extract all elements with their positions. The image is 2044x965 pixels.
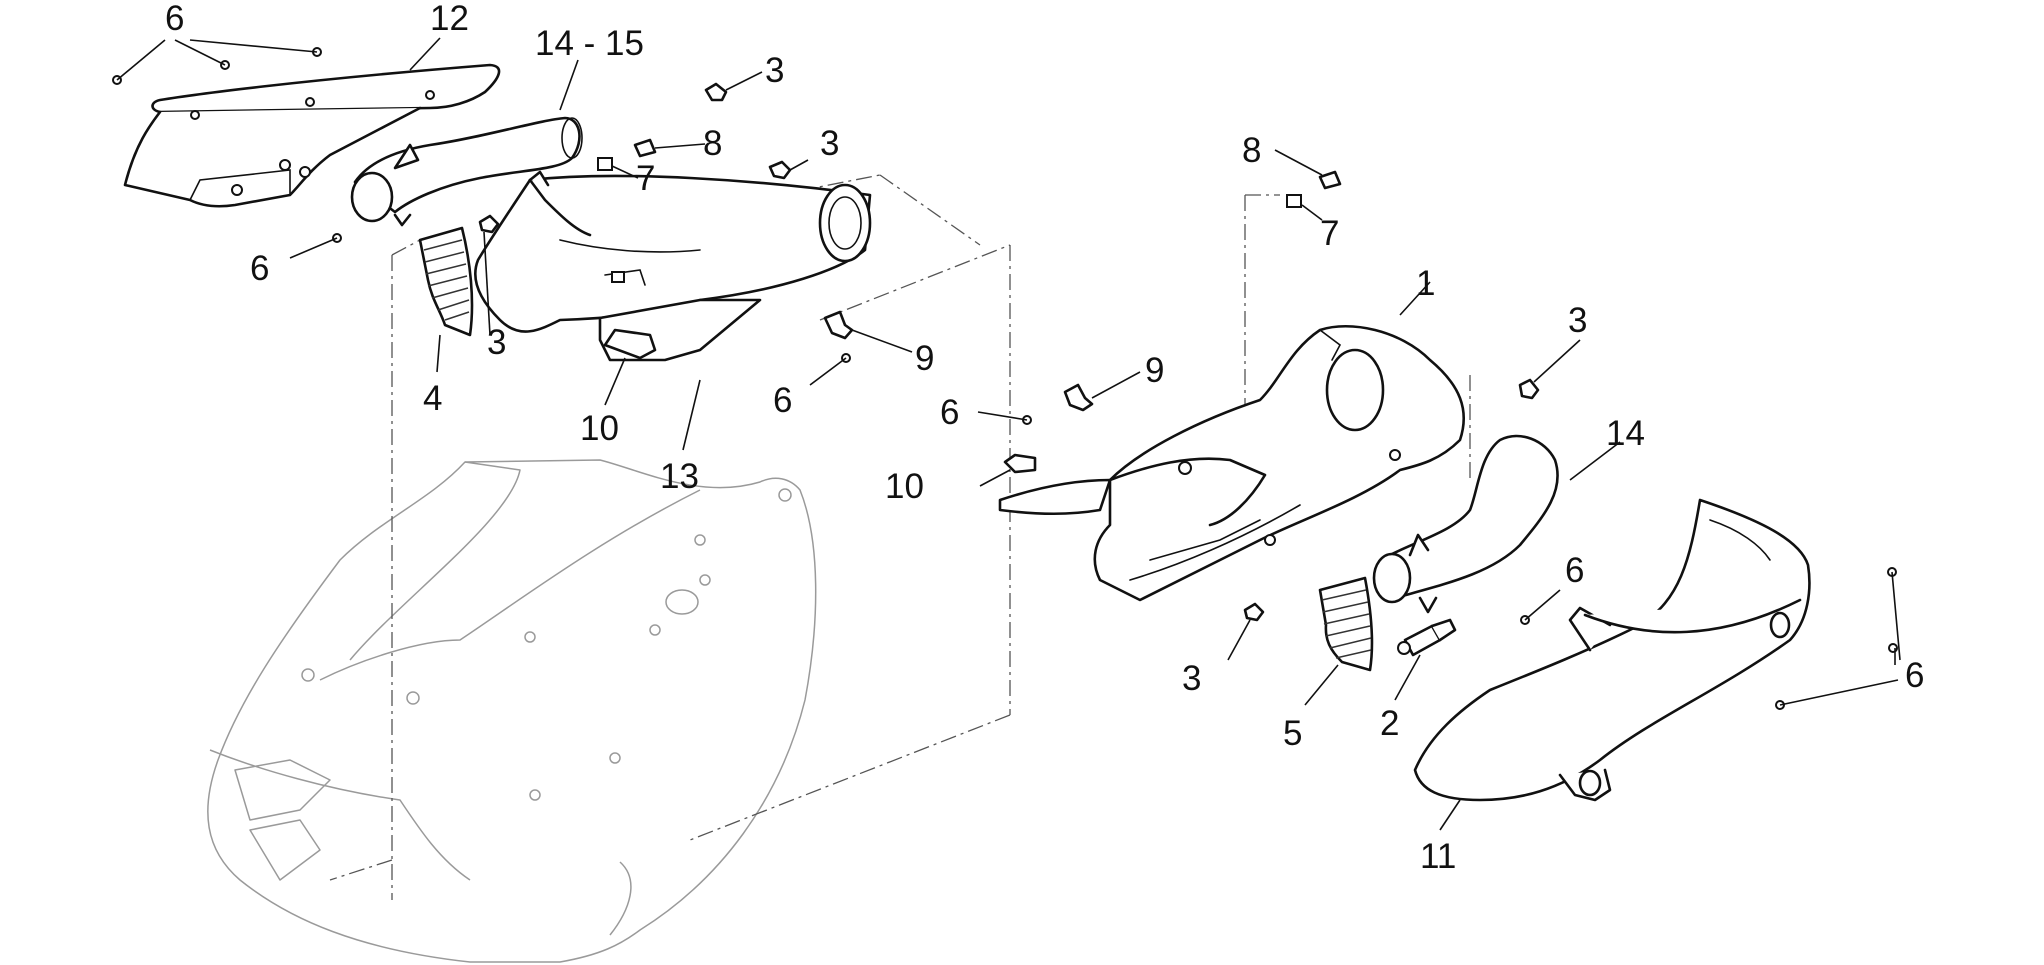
part-9-left-bracket <box>823 310 854 340</box>
part-10-right-clip <box>1003 453 1037 474</box>
callout-7: 7 <box>636 159 655 198</box>
nut-7 <box>1286 194 1302 208</box>
callout-12: 12 <box>430 0 469 38</box>
callout-3: 3 <box>487 323 506 362</box>
callout-5: 5 <box>1283 714 1302 753</box>
alignment-lines <box>329 174 1471 900</box>
callout-14-15: 14 - 15 <box>535 24 644 63</box>
part-14-15-duct-tube <box>350 116 583 227</box>
callout-6: 6 <box>940 393 959 432</box>
callout-6: 6 <box>773 381 792 420</box>
front-fairing-outline <box>207 459 817 963</box>
part-13-left-airbox <box>473 170 872 362</box>
callout-10: 10 <box>580 409 619 448</box>
callout-8: 8 <box>1242 131 1261 170</box>
leader-lines <box>116 37 1901 831</box>
callout-10: 10 <box>885 467 924 506</box>
callout-6: 6 <box>1905 656 1924 695</box>
callout-6: 6 <box>1565 551 1584 590</box>
part-12-top-panel <box>123 63 501 208</box>
part-1-right-airbox <box>998 324 1465 602</box>
callout-labels: 6 12 14 - 15 3 8 3 7 6 3 4 10 13 9 6 8 7… <box>165 0 1924 876</box>
screw-6 <box>1888 643 1898 653</box>
callout-13: 13 <box>660 457 699 496</box>
bolt-3 <box>1243 602 1265 622</box>
part-2-connector <box>1397 618 1457 657</box>
bolt-3 <box>768 160 792 180</box>
bolt-3 <box>478 214 500 234</box>
nut-7 <box>597 157 613 171</box>
fasteners <box>112 47 1898 710</box>
callout-9: 9 <box>1145 351 1164 390</box>
callout-2: 2 <box>1380 704 1399 743</box>
part-4-left-grille <box>418 226 474 337</box>
bolt-8 <box>633 138 657 158</box>
part-5-right-grille <box>1318 576 1374 672</box>
callout-14: 14 <box>1606 414 1645 453</box>
callout-3: 3 <box>820 124 839 163</box>
grille-slats <box>423 239 470 321</box>
part-11-side-panel <box>1413 498 1811 802</box>
callout-3: 3 <box>765 51 784 90</box>
callout-6: 6 <box>250 249 269 288</box>
bolt-8 <box>1318 170 1342 190</box>
bolt-3 <box>1518 378 1540 400</box>
part-14-right-duct-tube <box>1372 434 1559 614</box>
part-9-right-bracket <box>1063 383 1094 412</box>
callout-11: 11 <box>1420 837 1456 876</box>
callout-6: 6 <box>165 0 184 38</box>
callout-3: 3 <box>1182 659 1201 698</box>
callout-7: 7 <box>1320 214 1339 253</box>
callout-3: 3 <box>1568 301 1587 340</box>
callout-4: 4 <box>423 379 442 418</box>
callout-9: 9 <box>915 339 934 378</box>
callout-8: 8 <box>703 124 722 163</box>
part-10-left-clip <box>603 328 657 360</box>
callout-1: 1 <box>1416 264 1435 303</box>
bolt-3 <box>704 82 728 102</box>
